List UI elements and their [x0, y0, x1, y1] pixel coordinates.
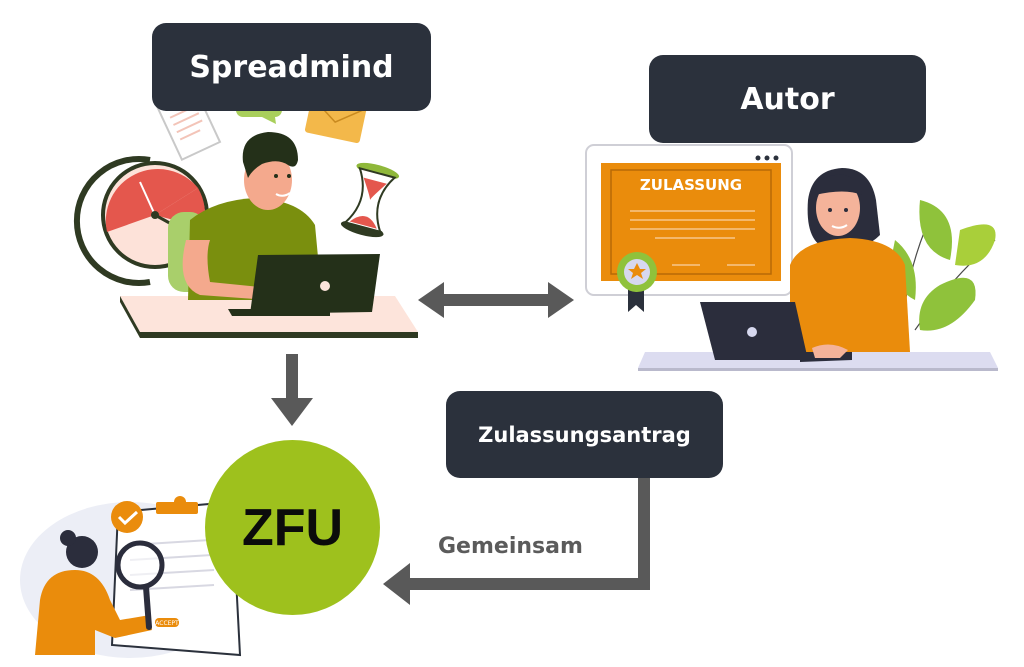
award-badge-icon — [617, 252, 657, 312]
node-spreadmind-label: Spreadmind — [189, 49, 394, 85]
node-zfu: ZFU — [205, 440, 380, 615]
laptop-icon — [228, 254, 380, 316]
down-arrow — [271, 354, 313, 426]
clipboard-tag: ACCEPT — [155, 620, 179, 627]
magnifier-icon — [115, 540, 165, 630]
plant-icon — [890, 200, 996, 346]
spreadmind-illustration — [73, 88, 418, 338]
bidirectional-arrow — [418, 282, 574, 318]
elbow-arrow — [383, 478, 650, 605]
check-circle-icon — [111, 501, 143, 533]
node-autor: Autor — [649, 55, 926, 143]
hourglass-icon — [340, 162, 400, 238]
node-zulassungsantrag: Zulassungsantrag — [446, 391, 723, 478]
edge-label-gemeinsam: Gemeinsam — [438, 534, 583, 559]
node-zulassungsantrag-label: Zulassungsantrag — [478, 422, 691, 447]
autor-illustration — [585, 144, 998, 371]
node-zfu-label: ZFU — [241, 498, 344, 557]
node-autor-label: Autor — [740, 81, 835, 117]
certificate-title: ZULASSUNG — [639, 176, 743, 194]
node-spreadmind: Spreadmind — [152, 23, 431, 111]
